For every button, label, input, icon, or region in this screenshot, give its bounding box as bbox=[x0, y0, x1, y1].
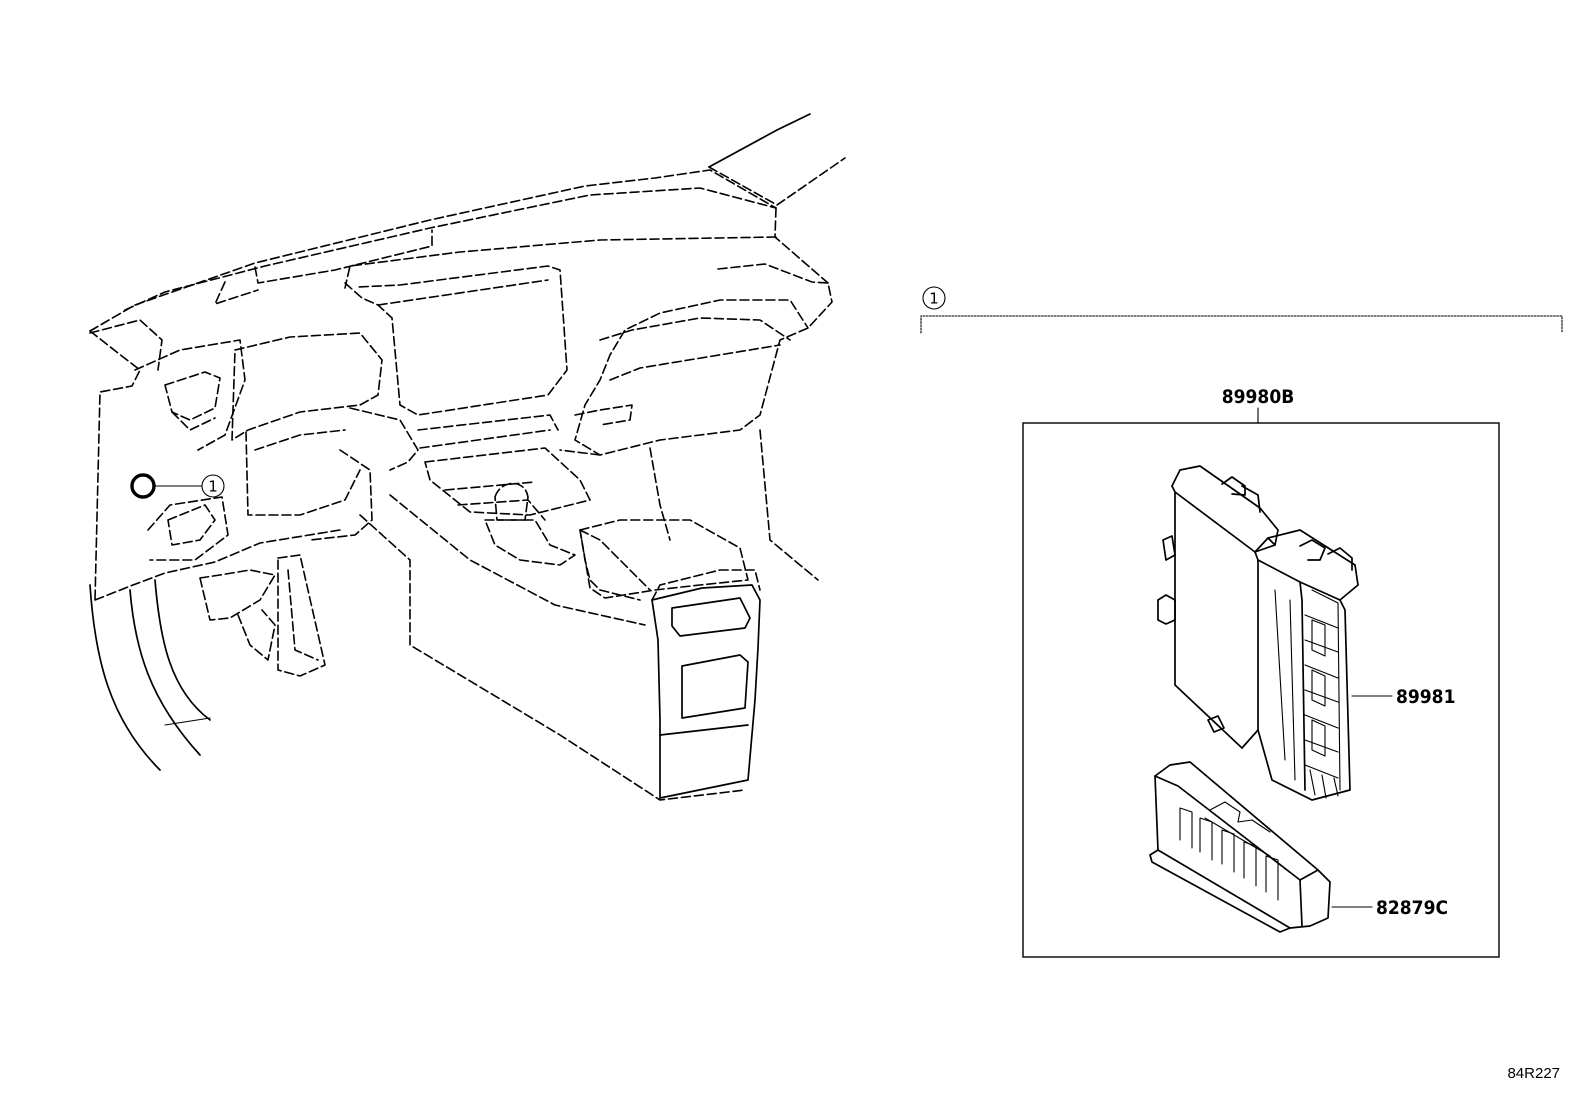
ecu-location-marker bbox=[130, 473, 156, 499]
callout-number-location: 1 bbox=[208, 478, 218, 496]
callout-circle-group bbox=[922, 286, 946, 310]
callout-number-group: 1 bbox=[929, 290, 939, 308]
ecu-module-drawing bbox=[1157, 465, 1359, 801]
part-number-assembly: 89980B bbox=[1222, 386, 1295, 408]
group-bracket bbox=[920, 315, 1563, 334]
assembly-box bbox=[1022, 422, 1500, 958]
connector-cover-drawing bbox=[1149, 761, 1331, 933]
dashboard-illustration: 1 bbox=[89, 113, 846, 801]
callout-circle-location bbox=[201, 474, 225, 498]
part-number-ecu: 89981 bbox=[1396, 686, 1455, 708]
part-number-cover: 82879C bbox=[1376, 897, 1448, 919]
diagram-code: 84R227 bbox=[1507, 1065, 1560, 1082]
parts-detail: 1 89980B bbox=[920, 286, 1563, 958]
